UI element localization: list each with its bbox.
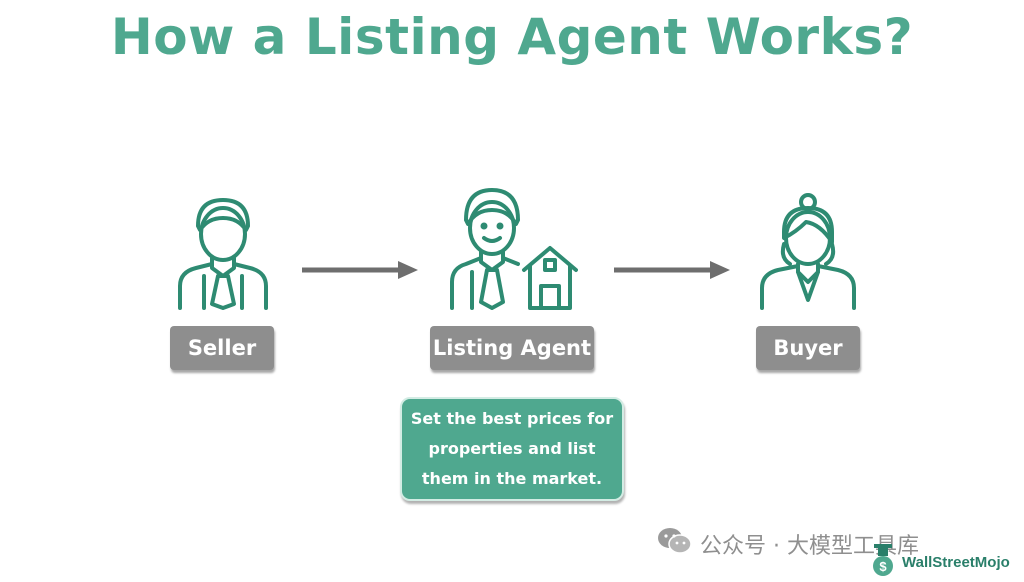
seller-label: Seller: [170, 326, 274, 370]
svg-text:$: $: [879, 559, 887, 574]
listing-agent-icon: [448, 186, 578, 312]
listing-agent-description: Set the best prices for properties and l…: [400, 397, 624, 501]
buyer-label: Buyer: [756, 326, 860, 370]
arrow-seller-to-agent: [302, 260, 420, 284]
wallstreetmojo-logo-icon: $: [870, 544, 896, 580]
listing-agent-label: Listing Agent: [430, 326, 594, 370]
brand-name: WallStreetMojo: [902, 553, 1010, 571]
wechat-icon: [656, 526, 692, 562]
buyer-icon: [756, 192, 860, 310]
seller-icon: [174, 196, 272, 310]
arrow-agent-to-buyer: [614, 260, 732, 284]
brand: $ WallStreetMojo: [870, 544, 1010, 580]
page-title: How a Listing Agent Works?: [110, 8, 914, 66]
